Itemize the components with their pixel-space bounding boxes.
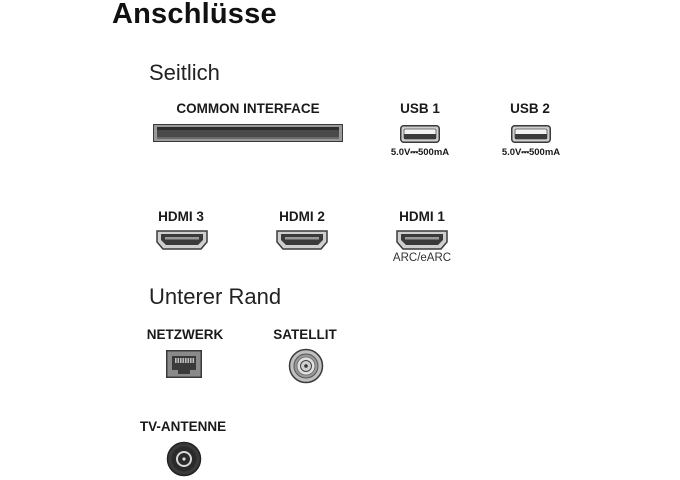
section-heading-side: Seitlich — [149, 60, 220, 85]
section-heading-bottom: Unterer Rand — [149, 284, 282, 309]
usb1-port-icon — [400, 125, 440, 143]
hdmi2-port-icon — [276, 230, 328, 250]
common-interface-label: COMMON INTERFACE — [176, 101, 320, 116]
hdmi3-port-icon — [156, 230, 208, 250]
common-interface-slot-icon — [153, 124, 343, 142]
hdmi3-label: HDMI 3 — [158, 209, 204, 224]
ethernet-port-icon — [166, 350, 202, 378]
network-label: NETZWERK — [146, 327, 224, 342]
usb1-rating: 5.0V⎓500mA — [390, 147, 450, 158]
antenna-label: TV-ANTENNE — [139, 419, 227, 434]
usb1-label: USB 1 — [400, 101, 440, 116]
satellite-connector-icon — [288, 348, 324, 384]
usb2-label: USB 2 — [510, 101, 550, 116]
usb2-port-icon — [511, 125, 551, 143]
hdmi1-port-icon — [396, 230, 448, 250]
page-title: Anschlüsse — [112, 0, 277, 30]
hdmi1-label: HDMI 1 — [399, 209, 445, 224]
antenna-connector-icon — [166, 441, 202, 477]
hdmi2-label: HDMI 2 — [279, 209, 325, 224]
usb2-rating: 5.0V⎓500mA — [501, 147, 561, 158]
satellite-label: SATELLIT — [273, 327, 337, 342]
hdmi1-arc-note: ARC/eARC — [392, 252, 452, 264]
